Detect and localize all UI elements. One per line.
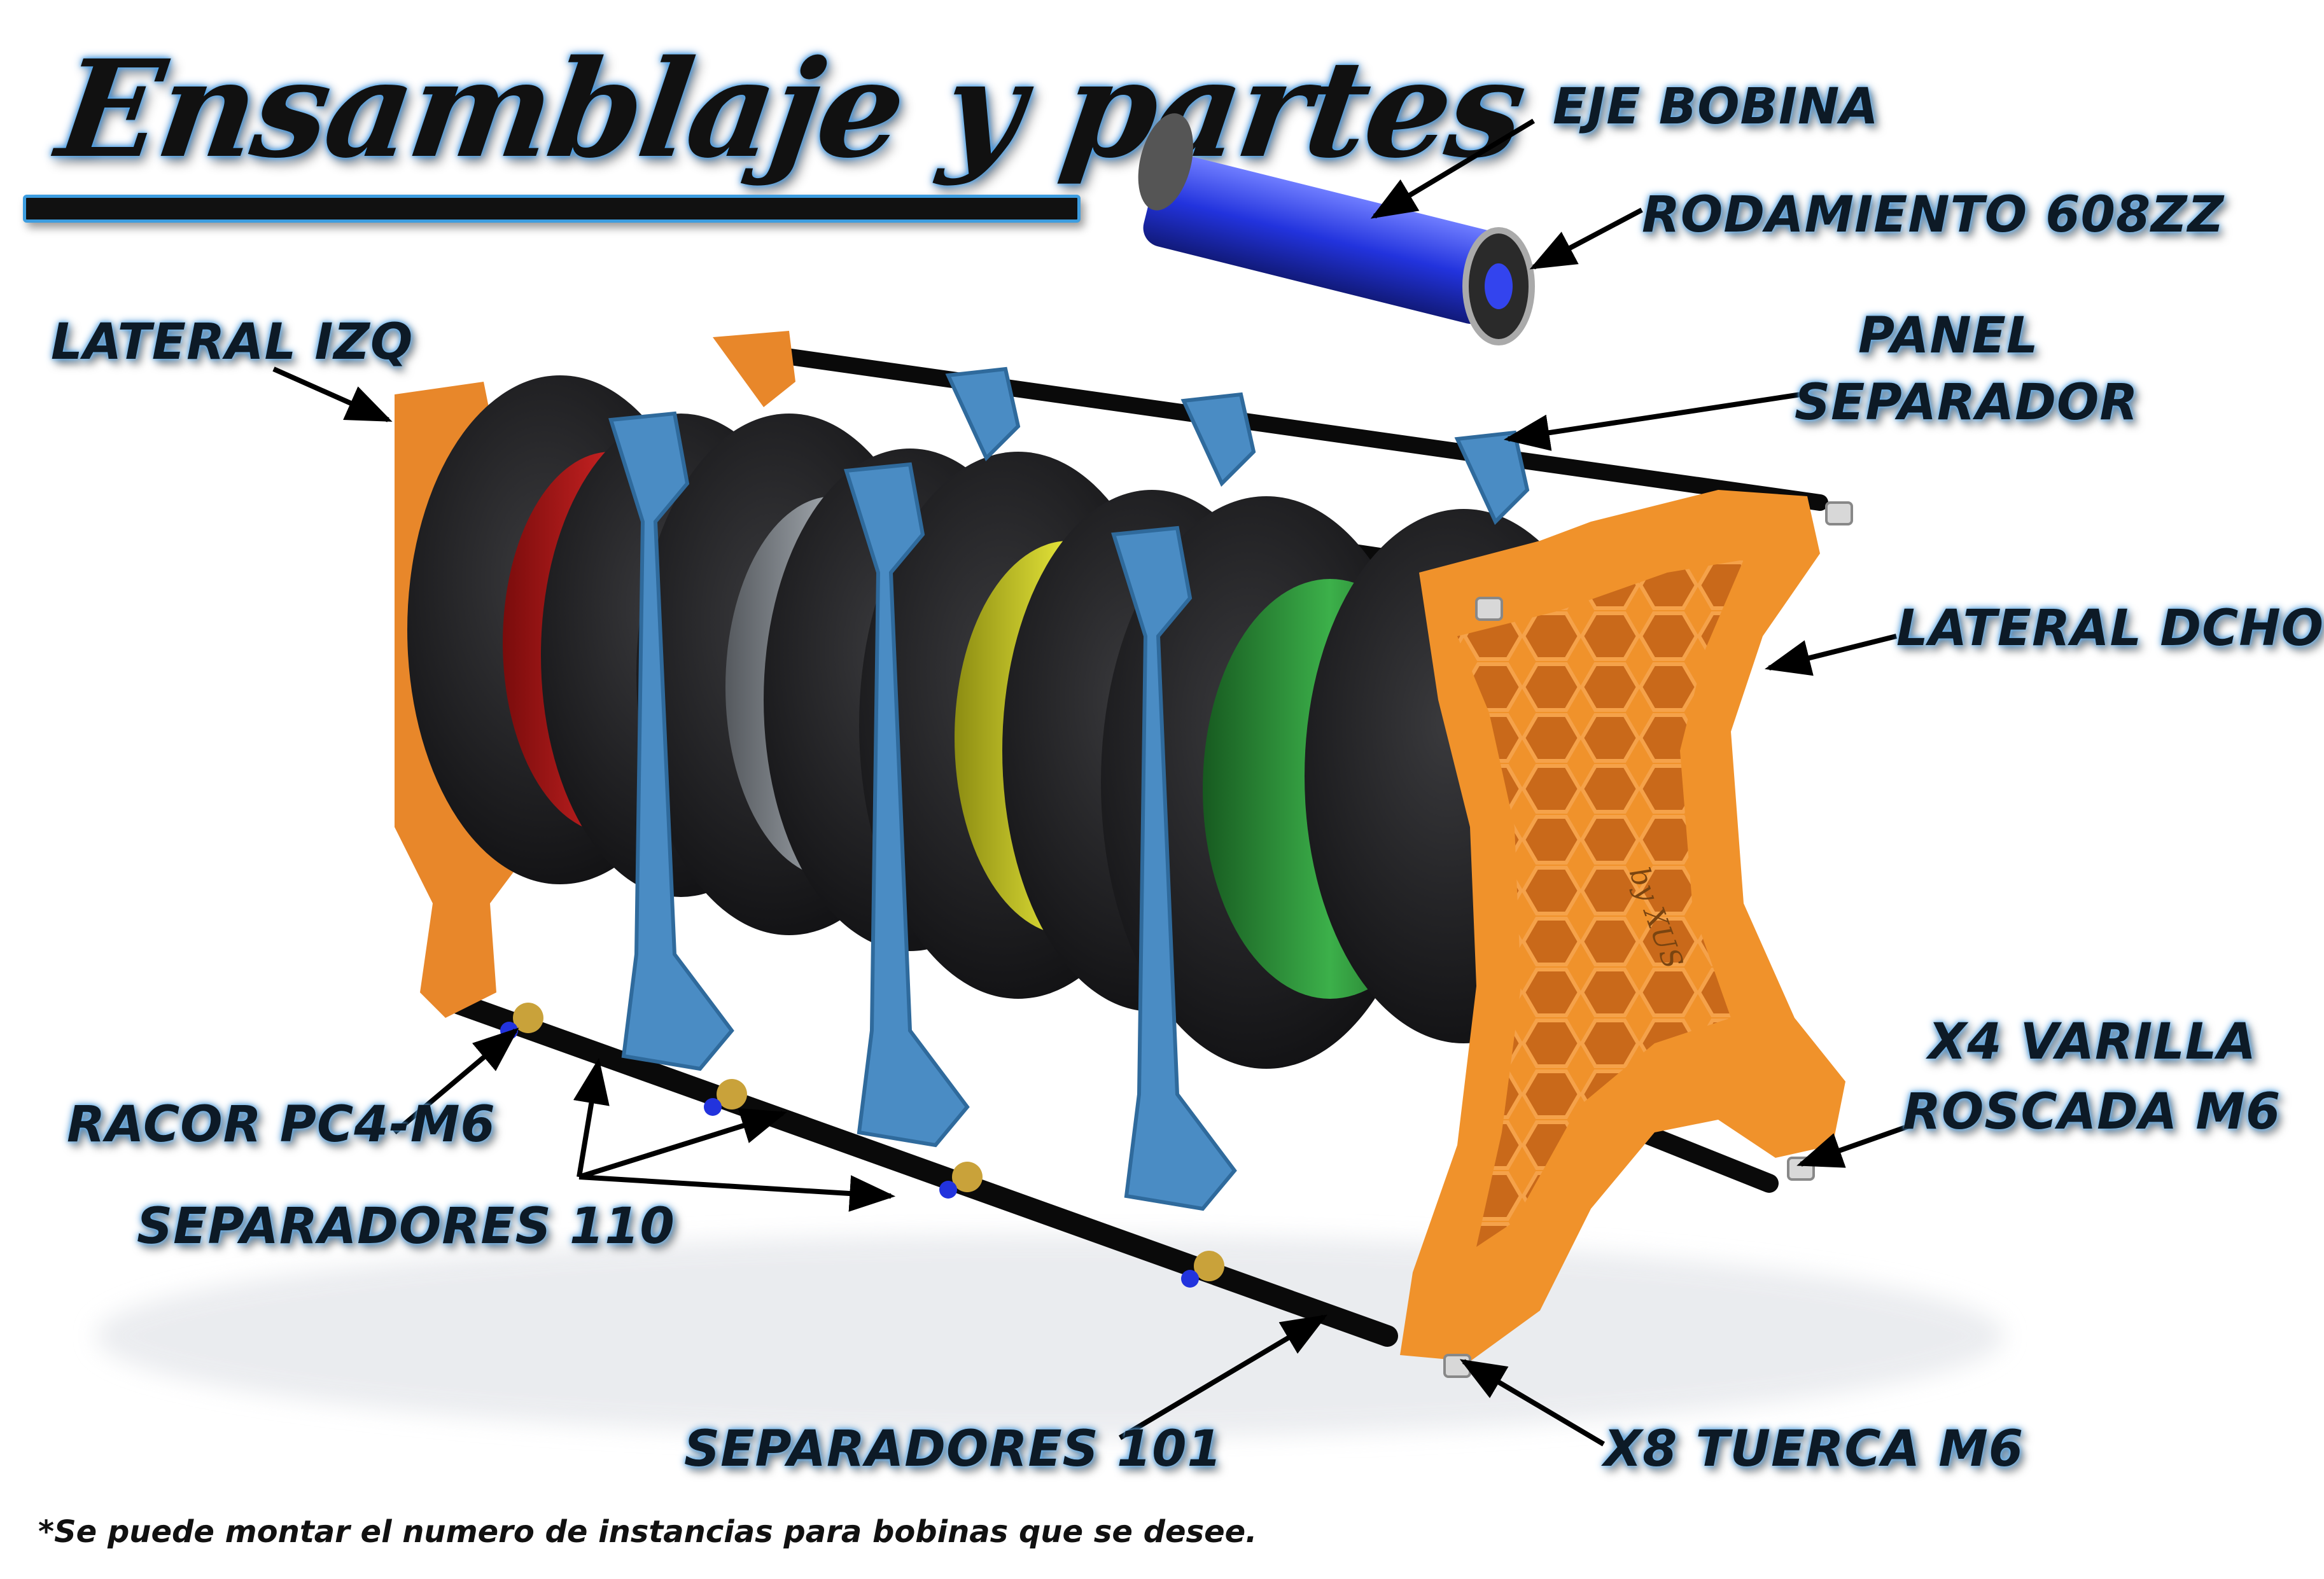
assembly-illustration: by XUS <box>95 113 2005 1447</box>
label-tuerca: X8 TUERCA M6 <box>1604 1421 2024 1478</box>
assembly-diagram: Ensamblaje y partes <box>23 31 2323 1550</box>
label-separadores-101: SEPARADORES 101 <box>684 1421 1222 1478</box>
label-panel: PANEL <box>1858 307 2039 365</box>
separator-panels <box>608 366 1530 1211</box>
title-underline <box>23 195 1081 223</box>
label-varilla-1: X4 VARILLA <box>1928 1013 2257 1071</box>
label-separador: SEPARADOR <box>1795 374 2139 431</box>
label-racor: RACOR PC4-M6 <box>67 1096 496 1153</box>
label-lateral-izq: LATERAL IZQ <box>51 314 414 371</box>
label-lateral-dcho: LATERAL DCHO <box>1896 600 2324 657</box>
spool-axle-part <box>1138 113 1535 345</box>
bottom-spacers <box>500 1003 1224 1288</box>
label-separadores-110: SEPARADORES 110 <box>137 1198 675 1255</box>
leader-arrows <box>272 118 1910 1447</box>
footnote: *Se puede montar el numero de instancias… <box>38 1514 1257 1550</box>
label-rodamiento: RODAMIENTO 608ZZ <box>1642 186 2225 244</box>
floor-shadow <box>95 1234 2005 1438</box>
spools <box>407 375 1623 1069</box>
label-varilla-2: ROSCADA M6 <box>1903 1083 2281 1141</box>
pc4-fitting <box>513 1003 1224 1281</box>
label-eje-bobina: EJE BOBINA <box>1553 78 1879 136</box>
